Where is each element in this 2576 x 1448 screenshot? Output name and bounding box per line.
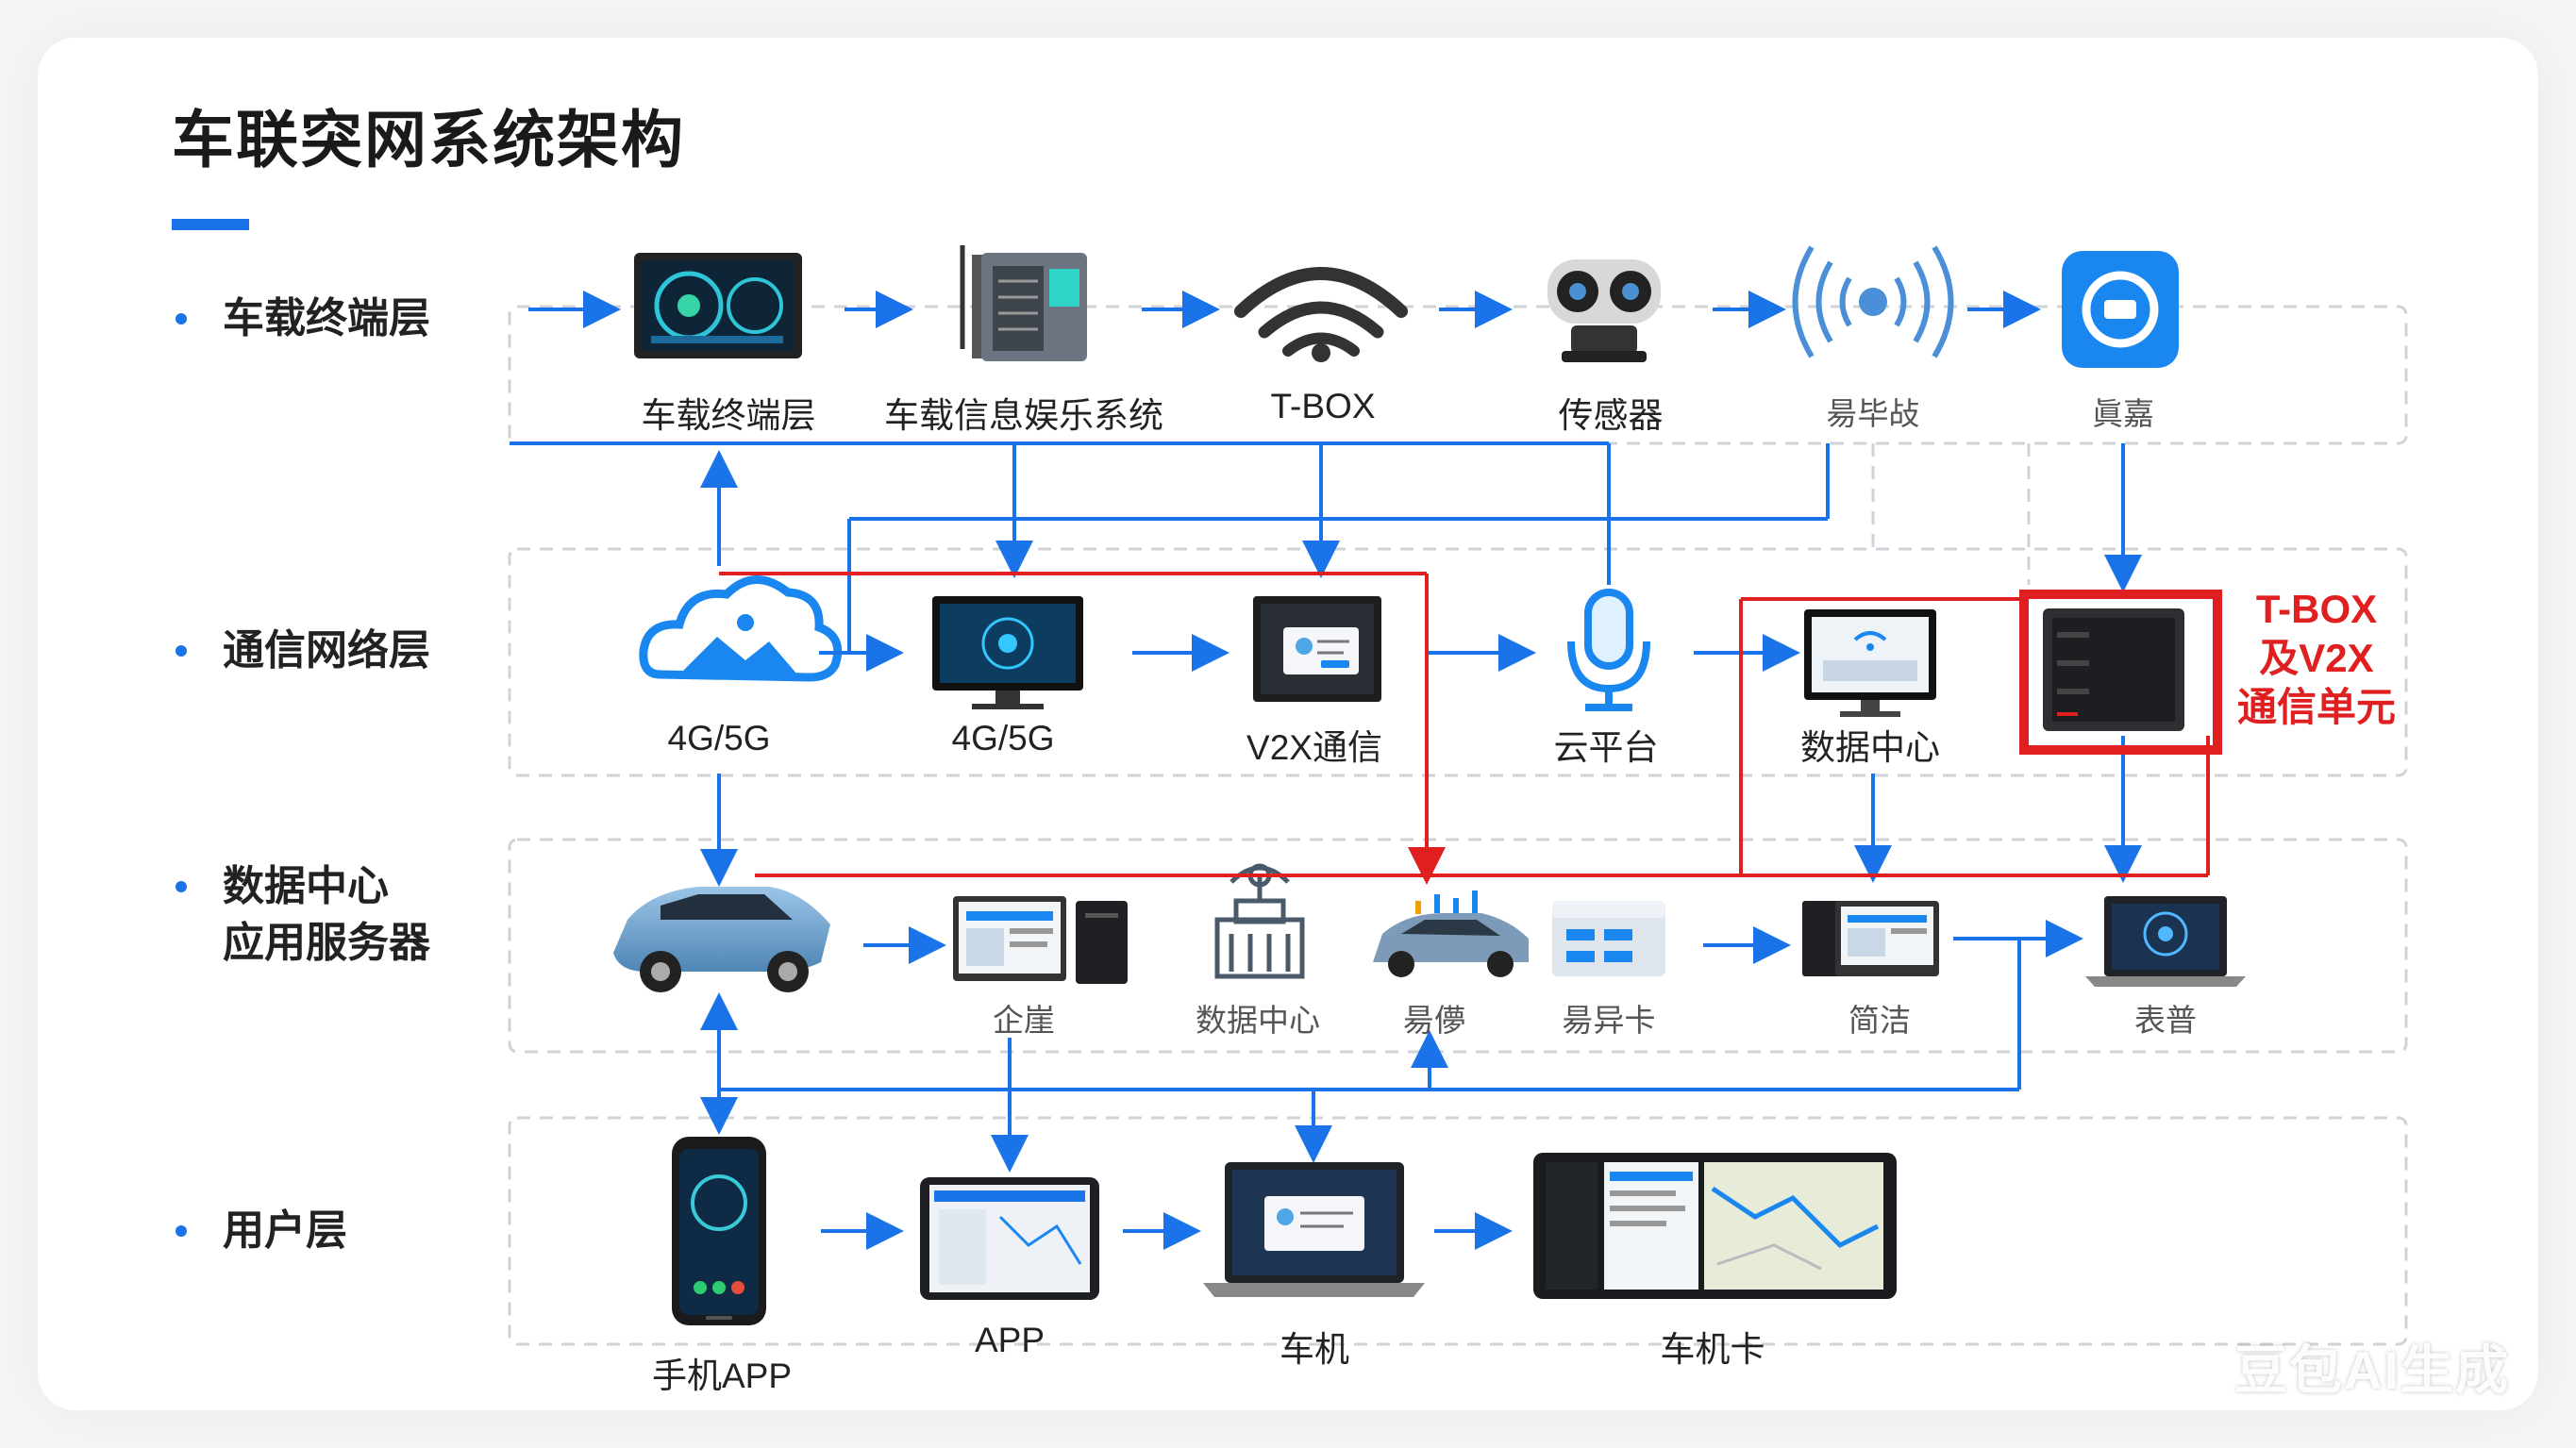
node-label: 企崖	[993, 1003, 1055, 1038]
node-label: 4G/5G	[951, 719, 1055, 757]
laptop-screen-icon	[1253, 596, 1381, 702]
node-label: 数据中心	[1196, 1003, 1320, 1038]
router-icon	[960, 245, 1087, 361]
layer-box-network	[508, 547, 2408, 777]
node-label: 昜异卡	[1562, 1003, 1656, 1038]
bullet-dot	[176, 313, 187, 325]
app-logo-icon	[2062, 251, 2179, 368]
layer-label-datacenter: 数据中心 应用服务器	[176, 858, 430, 972]
node-label: 传感器	[1558, 396, 1664, 435]
blue-connectors	[510, 291, 2142, 1250]
highlight-label-line: T-BOX	[2255, 587, 2378, 631]
node-label: 数据中心	[1800, 728, 1940, 767]
node-label: 眞嘉	[2092, 396, 2154, 431]
suv-car-icon	[613, 887, 830, 992]
laptop-icon	[1203, 1162, 1425, 1297]
page-title: 车联突网系统架构	[172, 105, 685, 175]
node-label: 简洁	[1848, 1003, 1911, 1038]
node-label: V2X通信	[1246, 728, 1382, 767]
antenna-icon	[1792, 245, 1954, 358]
highlight-box	[2019, 590, 2222, 755]
monitor-icon	[932, 596, 1083, 709]
laptop-icon	[2085, 896, 2246, 987]
node-label: 表普	[2134, 1003, 2197, 1038]
highlight-label-line: 通信单元	[2236, 685, 2396, 729]
node-label: 4G/5G	[667, 719, 771, 757]
node-label: 昜儚	[1403, 1003, 1465, 1038]
server-tower-icon	[2043, 608, 2184, 731]
tablet-icon	[920, 1177, 1099, 1300]
node-label: 车载终端层	[641, 396, 816, 435]
cloud-icon	[639, 575, 843, 682]
microphone-icon	[1567, 589, 1650, 711]
tablet-map-icon	[1533, 1153, 1897, 1299]
node-label: 车载信息娱乐系统	[884, 396, 1163, 435]
highlight-label-line: 及V2X	[2259, 636, 2374, 680]
highlight-label: T-BOX 及V2X 通信单元	[2236, 585, 2397, 732]
workstation-icon	[1802, 901, 1939, 976]
monitor-icon	[1804, 609, 1936, 717]
dashboard-icon	[634, 253, 802, 358]
smartphone-icon	[672, 1137, 766, 1325]
wifi-icon	[1234, 267, 1408, 362]
title-underline	[172, 219, 249, 230]
bullet-dot	[176, 1225, 187, 1237]
red-connectors	[719, 572, 2210, 885]
layer-label-user: 用户层	[176, 1203, 347, 1259]
node-label: 手机APP	[651, 1356, 793, 1395]
layer-box-datacenter	[508, 838, 2408, 1054]
watermark: 豆包AI生成	[2234, 1340, 2510, 1400]
node-label: 云平台	[1553, 728, 1659, 767]
building-icon	[1214, 863, 1305, 979]
node-label: 车机卡	[1660, 1330, 1765, 1369]
bullet-dot	[176, 881, 187, 892]
camera-sensor-icon	[1547, 259, 1661, 362]
storage-icon	[1552, 901, 1665, 976]
bullet-dot	[176, 645, 187, 657]
layer-label-network: 通信网络层	[176, 623, 430, 679]
node-label: 车机	[1280, 1330, 1349, 1369]
node-label: APP	[974, 1321, 1045, 1359]
node-label: 昜毕敁	[1826, 396, 1920, 431]
layer-box-user	[508, 1116, 2408, 1346]
layer-label-vehicle: 车载终端层	[176, 291, 430, 347]
workstation-icon	[953, 896, 1128, 984]
node-label: T-BOX	[1270, 387, 1376, 425]
sedan-icon	[1373, 890, 1529, 977]
